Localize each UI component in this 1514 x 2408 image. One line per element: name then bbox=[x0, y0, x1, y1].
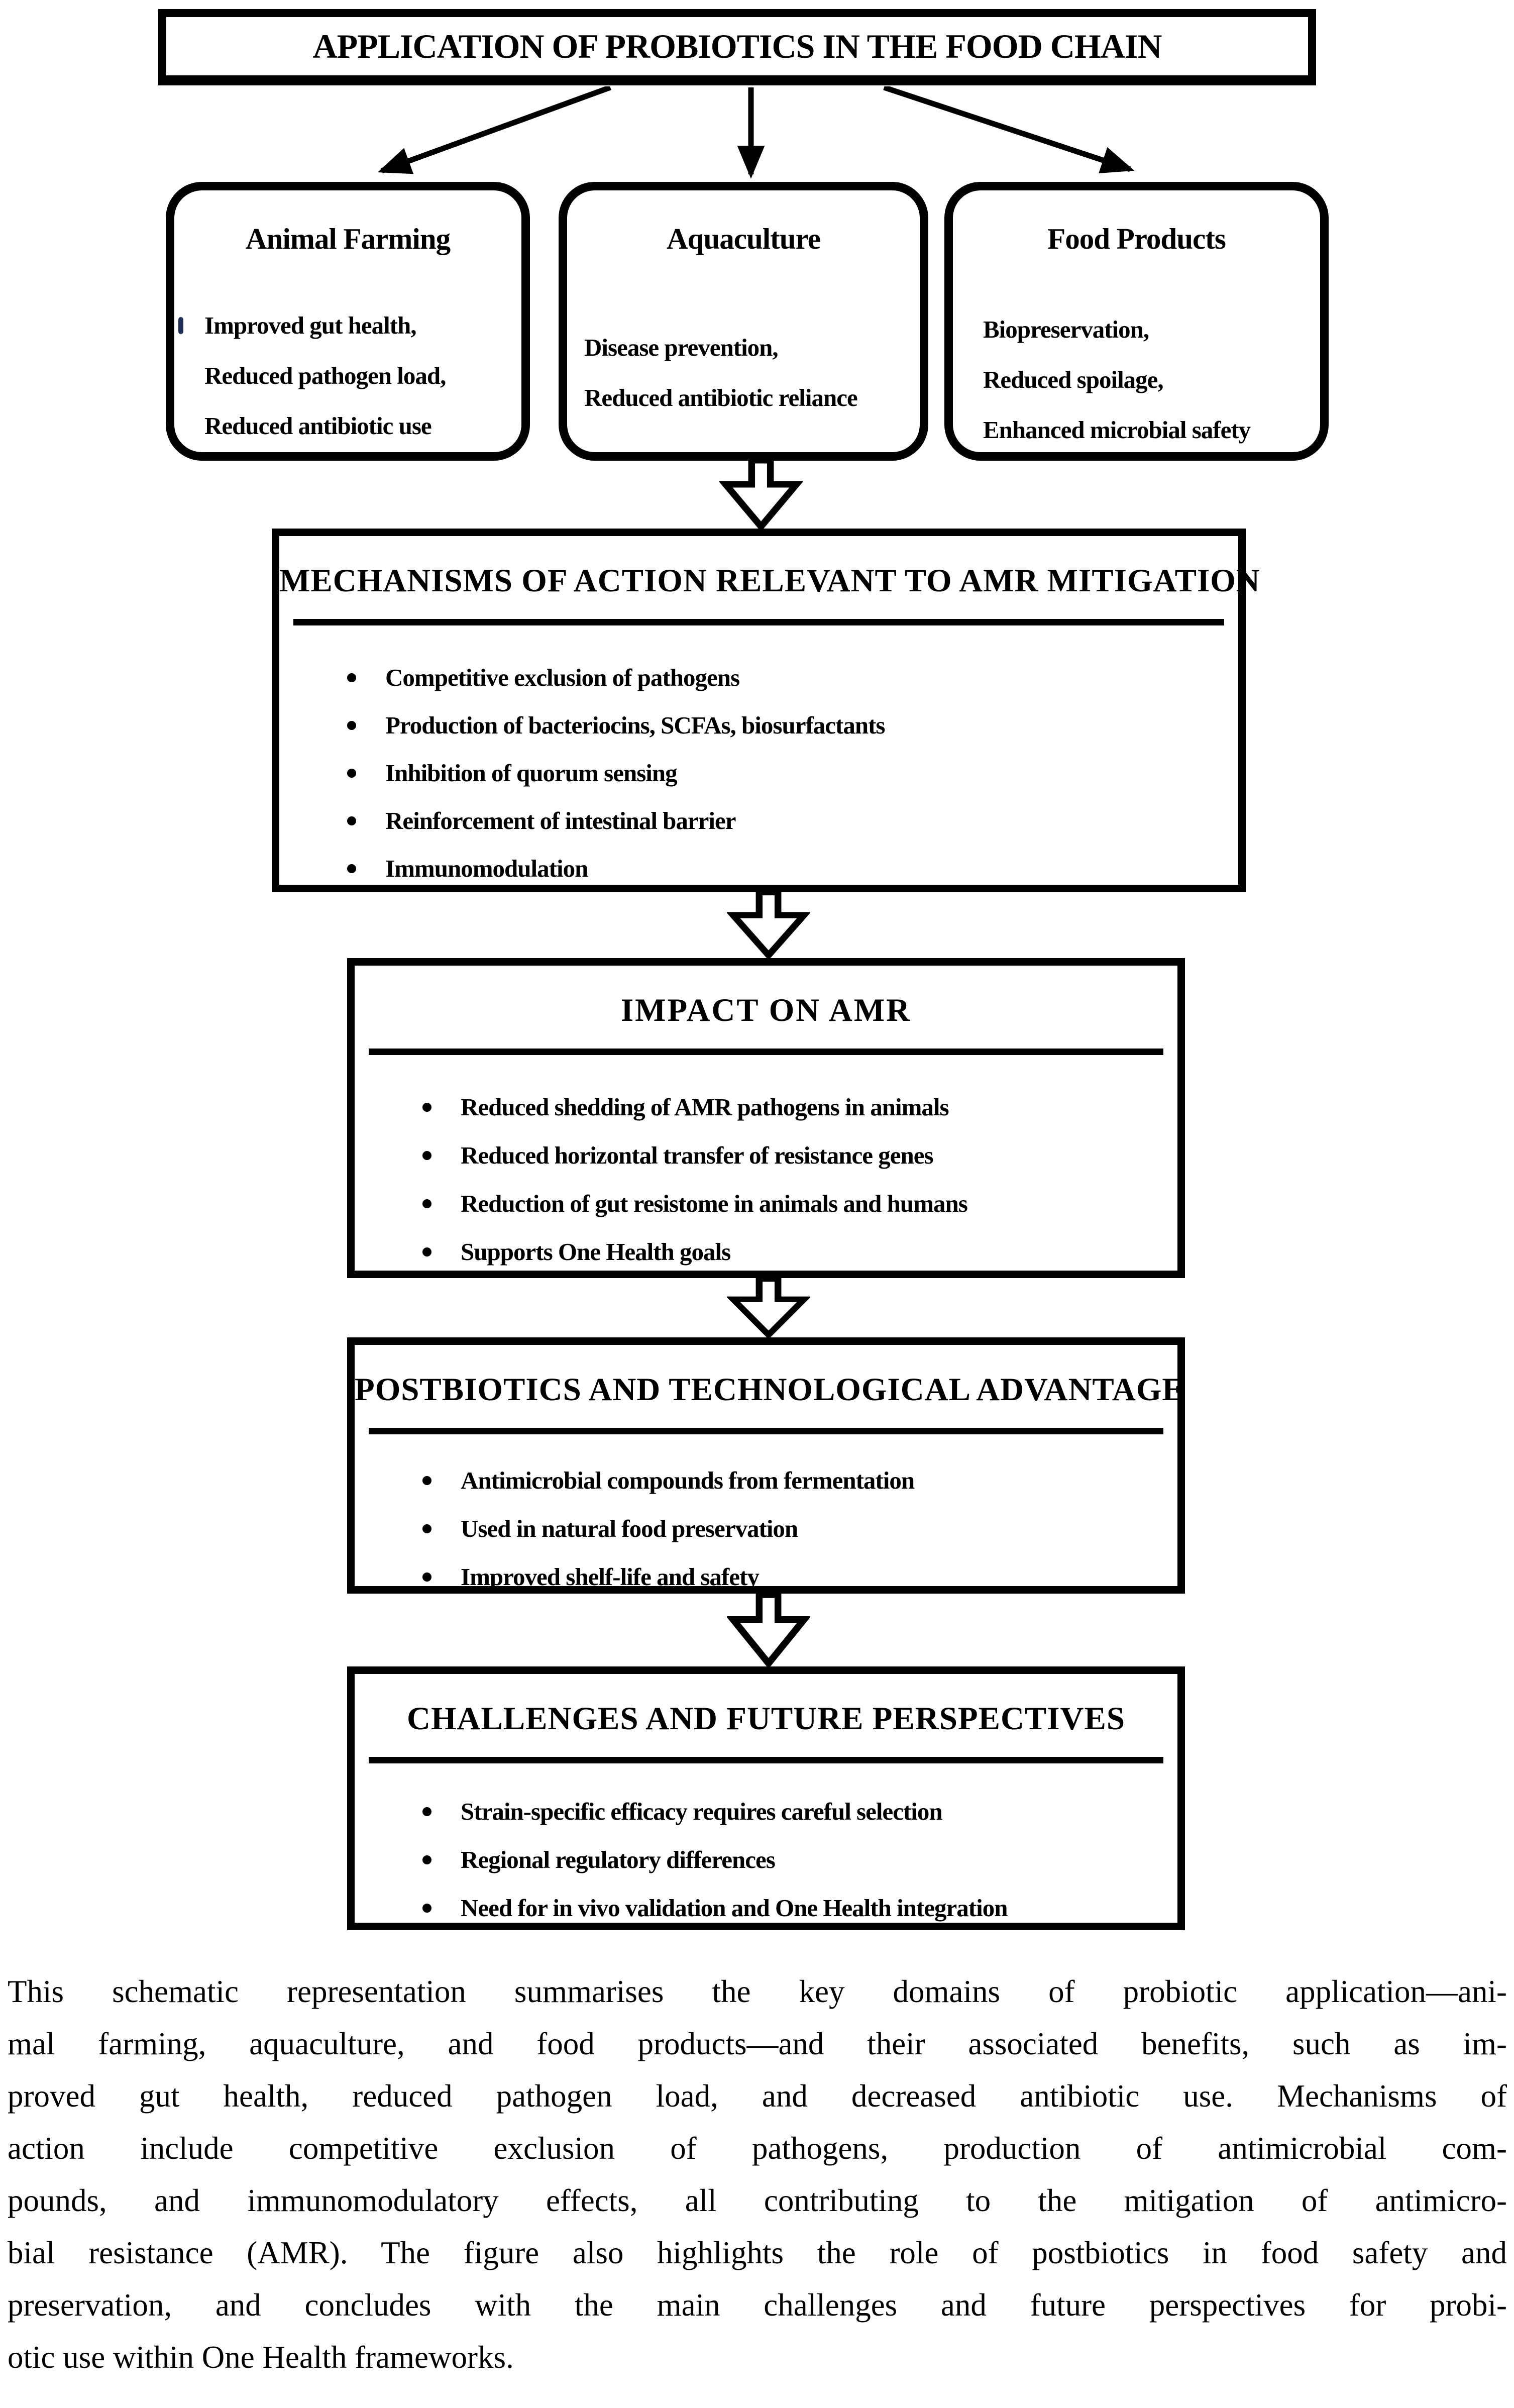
bullet-text: Production of bacteriocins, SCFAs, biosu… bbox=[385, 711, 885, 739]
section-rule bbox=[369, 1049, 1163, 1055]
bullet-dot-icon bbox=[347, 768, 356, 778]
bullet-text: Reduced shedding of AMR pathogens in ani… bbox=[461, 1093, 949, 1121]
bullet-item: Supports One Health goals bbox=[422, 1228, 1177, 1276]
bullet-item: Competitive exclusion of pathogens bbox=[347, 654, 1238, 701]
bullet-item: Reinforcement of intestinal barrier bbox=[347, 797, 1238, 845]
caption-line: action include competitive exclusion of … bbox=[8, 2131, 1507, 2166]
section-box-postbiotics: POSTBIOTICS AND TECHNOLOGICAL ADVANTAGE … bbox=[347, 1337, 1185, 1594]
bullet-dot-icon bbox=[422, 1103, 431, 1112]
domain-box-animal-farming: Animal Farming Improved gut health, Redu… bbox=[166, 182, 530, 461]
bullet-dot-icon bbox=[422, 1855, 431, 1864]
down-arrow-icon bbox=[727, 1278, 810, 1337]
down-arrow-icon bbox=[727, 1594, 810, 1666]
domain-box-food-products: Food Products Biopreservation, Reduced s… bbox=[944, 182, 1329, 461]
section-box-challenges: CHALLENGES AND FUTURE PERSPECTIVES Strai… bbox=[347, 1666, 1185, 1930]
bullet-dot-icon bbox=[422, 1151, 431, 1160]
domain-benefits: Biopreservation, Reduced spoilage, Enhan… bbox=[953, 304, 1320, 455]
bullet-text: Immunomodulation bbox=[385, 855, 588, 882]
figure-title: APPLICATION OF PROBIOTICS IN THE FOOD CH… bbox=[312, 27, 1162, 65]
bullet-dot-icon bbox=[347, 673, 356, 682]
caption-line: pounds, and immunomodulatory effects, al… bbox=[8, 2183, 1507, 2218]
bullet-item: Used in natural food preservation bbox=[422, 1505, 1177, 1553]
domain-line: Reduced spoilage, bbox=[983, 366, 1164, 393]
section-rule bbox=[293, 619, 1224, 625]
section-title: MECHANISMS OF ACTION RELEVANT TO AMR MIT… bbox=[279, 563, 1260, 599]
domain-line: Enhanced microbial safety bbox=[983, 416, 1251, 444]
bullet-text: Inhibition of quorum sensing bbox=[385, 759, 678, 787]
bullet-item: Reduced horizontal transfer of resistanc… bbox=[422, 1131, 1177, 1180]
bullet-text: Reinforcement of intestinal barrier bbox=[385, 807, 736, 834]
down-arrow-icon bbox=[727, 891, 810, 958]
bullet-dot-icon bbox=[422, 1807, 431, 1816]
bullet-dot-icon bbox=[422, 1199, 431, 1208]
bullet-text: Antimicrobial compounds from fermentatio… bbox=[461, 1467, 915, 1494]
domain-line: Reduced pathogen load, bbox=[204, 362, 446, 389]
bullet-text: Regional regulatory differences bbox=[461, 1846, 776, 1873]
domain-title: Food Products bbox=[1047, 222, 1226, 255]
domain-line: Improved gut health, bbox=[204, 311, 417, 339]
bullet-item: Improved shelf-life and safety bbox=[422, 1553, 1177, 1601]
bullet-item: Reduced shedding of AMR pathogens in ani… bbox=[422, 1083, 1177, 1131]
bullet-text: Competitive exclusion of pathogens bbox=[385, 664, 740, 691]
bullet-dot-icon bbox=[347, 816, 356, 825]
section-rule bbox=[369, 1428, 1163, 1434]
bullet-list: Reduced shedding of AMR pathogens in ani… bbox=[355, 1083, 1177, 1276]
bullet-item: Reduction of gut resistome in animals an… bbox=[422, 1180, 1177, 1228]
bullet-item: Need for in vivo validation and One Heal… bbox=[422, 1884, 1177, 1932]
bullet-item: Regional regulatory differences bbox=[422, 1836, 1177, 1884]
section-rule bbox=[369, 1757, 1163, 1763]
stray-mark-icon bbox=[178, 317, 183, 334]
domain-title: Aquaculture bbox=[667, 222, 821, 255]
bullet-list: Antimicrobial compounds from fermentatio… bbox=[355, 1456, 1177, 1601]
down-arrow-icon bbox=[719, 459, 803, 530]
bullet-item: Strain-specific efficacy requires carefu… bbox=[422, 1788, 1177, 1836]
caption-line: bial resistance (AMR). The figure also h… bbox=[8, 2235, 1507, 2270]
bullet-item: Inhibition of quorum sensing bbox=[347, 749, 1238, 797]
bullet-list: Competitive exclusion of pathogens Produ… bbox=[279, 654, 1238, 892]
bullet-dot-icon bbox=[347, 720, 356, 730]
bullet-dot-icon bbox=[422, 1524, 431, 1533]
bullet-dot-icon bbox=[347, 864, 356, 873]
bullet-dot-icon bbox=[422, 1247, 431, 1257]
bullet-dot-icon bbox=[422, 1573, 431, 1582]
connector-arrows-icon bbox=[377, 86, 1135, 179]
section-title: CHALLENGES AND FUTURE PERSPECTIVES bbox=[407, 1701, 1125, 1737]
bullet-text: Reduced horizontal transfer of resistanc… bbox=[461, 1141, 934, 1169]
section-box-impact: IMPACT ON AMR Reduced shedding of AMR pa… bbox=[347, 958, 1185, 1278]
bullet-item: Immunomodulation bbox=[347, 845, 1238, 892]
domain-benefits: Improved gut health, Reduced pathogen lo… bbox=[174, 300, 521, 451]
bullet-dot-icon bbox=[422, 1904, 431, 1913]
figure-caption: This schematic representation summarises… bbox=[8, 1965, 1507, 2383]
caption-line: This schematic representation summarises… bbox=[8, 1974, 1507, 2009]
caption-line: preservation, and concludes with the mai… bbox=[8, 2287, 1507, 2323]
bullet-list: Strain-specific efficacy requires carefu… bbox=[355, 1788, 1177, 1932]
domain-line: Biopreservation, bbox=[983, 316, 1149, 343]
figure-title-box: APPLICATION OF PROBIOTICS IN THE FOOD CH… bbox=[158, 9, 1316, 85]
bullet-item: Antimicrobial compounds from fermentatio… bbox=[422, 1456, 1177, 1505]
bullet-text: Strain-specific efficacy requires carefu… bbox=[461, 1798, 943, 1825]
bullet-text: Reduction of gut resistome in animals an… bbox=[461, 1190, 968, 1217]
bullet-text: Supports One Health goals bbox=[461, 1238, 731, 1266]
bullet-item: Production of bacteriocins, SCFAs, biosu… bbox=[347, 701, 1238, 749]
bullet-text: Used in natural food preservation bbox=[461, 1515, 798, 1542]
section-box-mechanisms: MECHANISMS OF ACTION RELEVANT TO AMR MIT… bbox=[272, 529, 1260, 892]
domain-line: Reduced antibiotic reliance bbox=[584, 384, 858, 411]
caption-line: mal farming, aquaculture, and food produ… bbox=[8, 2026, 1507, 2061]
bullet-text: Improved shelf-life and safety bbox=[461, 1563, 760, 1591]
caption-line: otic use within One Health frameworks. bbox=[8, 2340, 514, 2375]
section-title: IMPACT ON AMR bbox=[620, 992, 912, 1028]
domain-line: Disease prevention, bbox=[584, 334, 779, 361]
section-title: POSTBIOTICS AND TECHNOLOGICAL ADVANTAGE bbox=[355, 1372, 1184, 1408]
domain-benefits: Disease prevention, Reduced antibiotic r… bbox=[567, 323, 920, 423]
caption-line: proved gut health, reduced pathogen load… bbox=[8, 2078, 1507, 2114]
domain-title: Animal Farming bbox=[245, 222, 451, 255]
domain-box-aquaculture: Aquaculture Disease prevention, Reduced … bbox=[559, 182, 928, 461]
bullet-dot-icon bbox=[422, 1476, 431, 1485]
bullet-text: Need for in vivo validation and One Heal… bbox=[461, 1894, 1008, 1922]
domain-line: Reduced antibiotic use bbox=[204, 412, 432, 440]
